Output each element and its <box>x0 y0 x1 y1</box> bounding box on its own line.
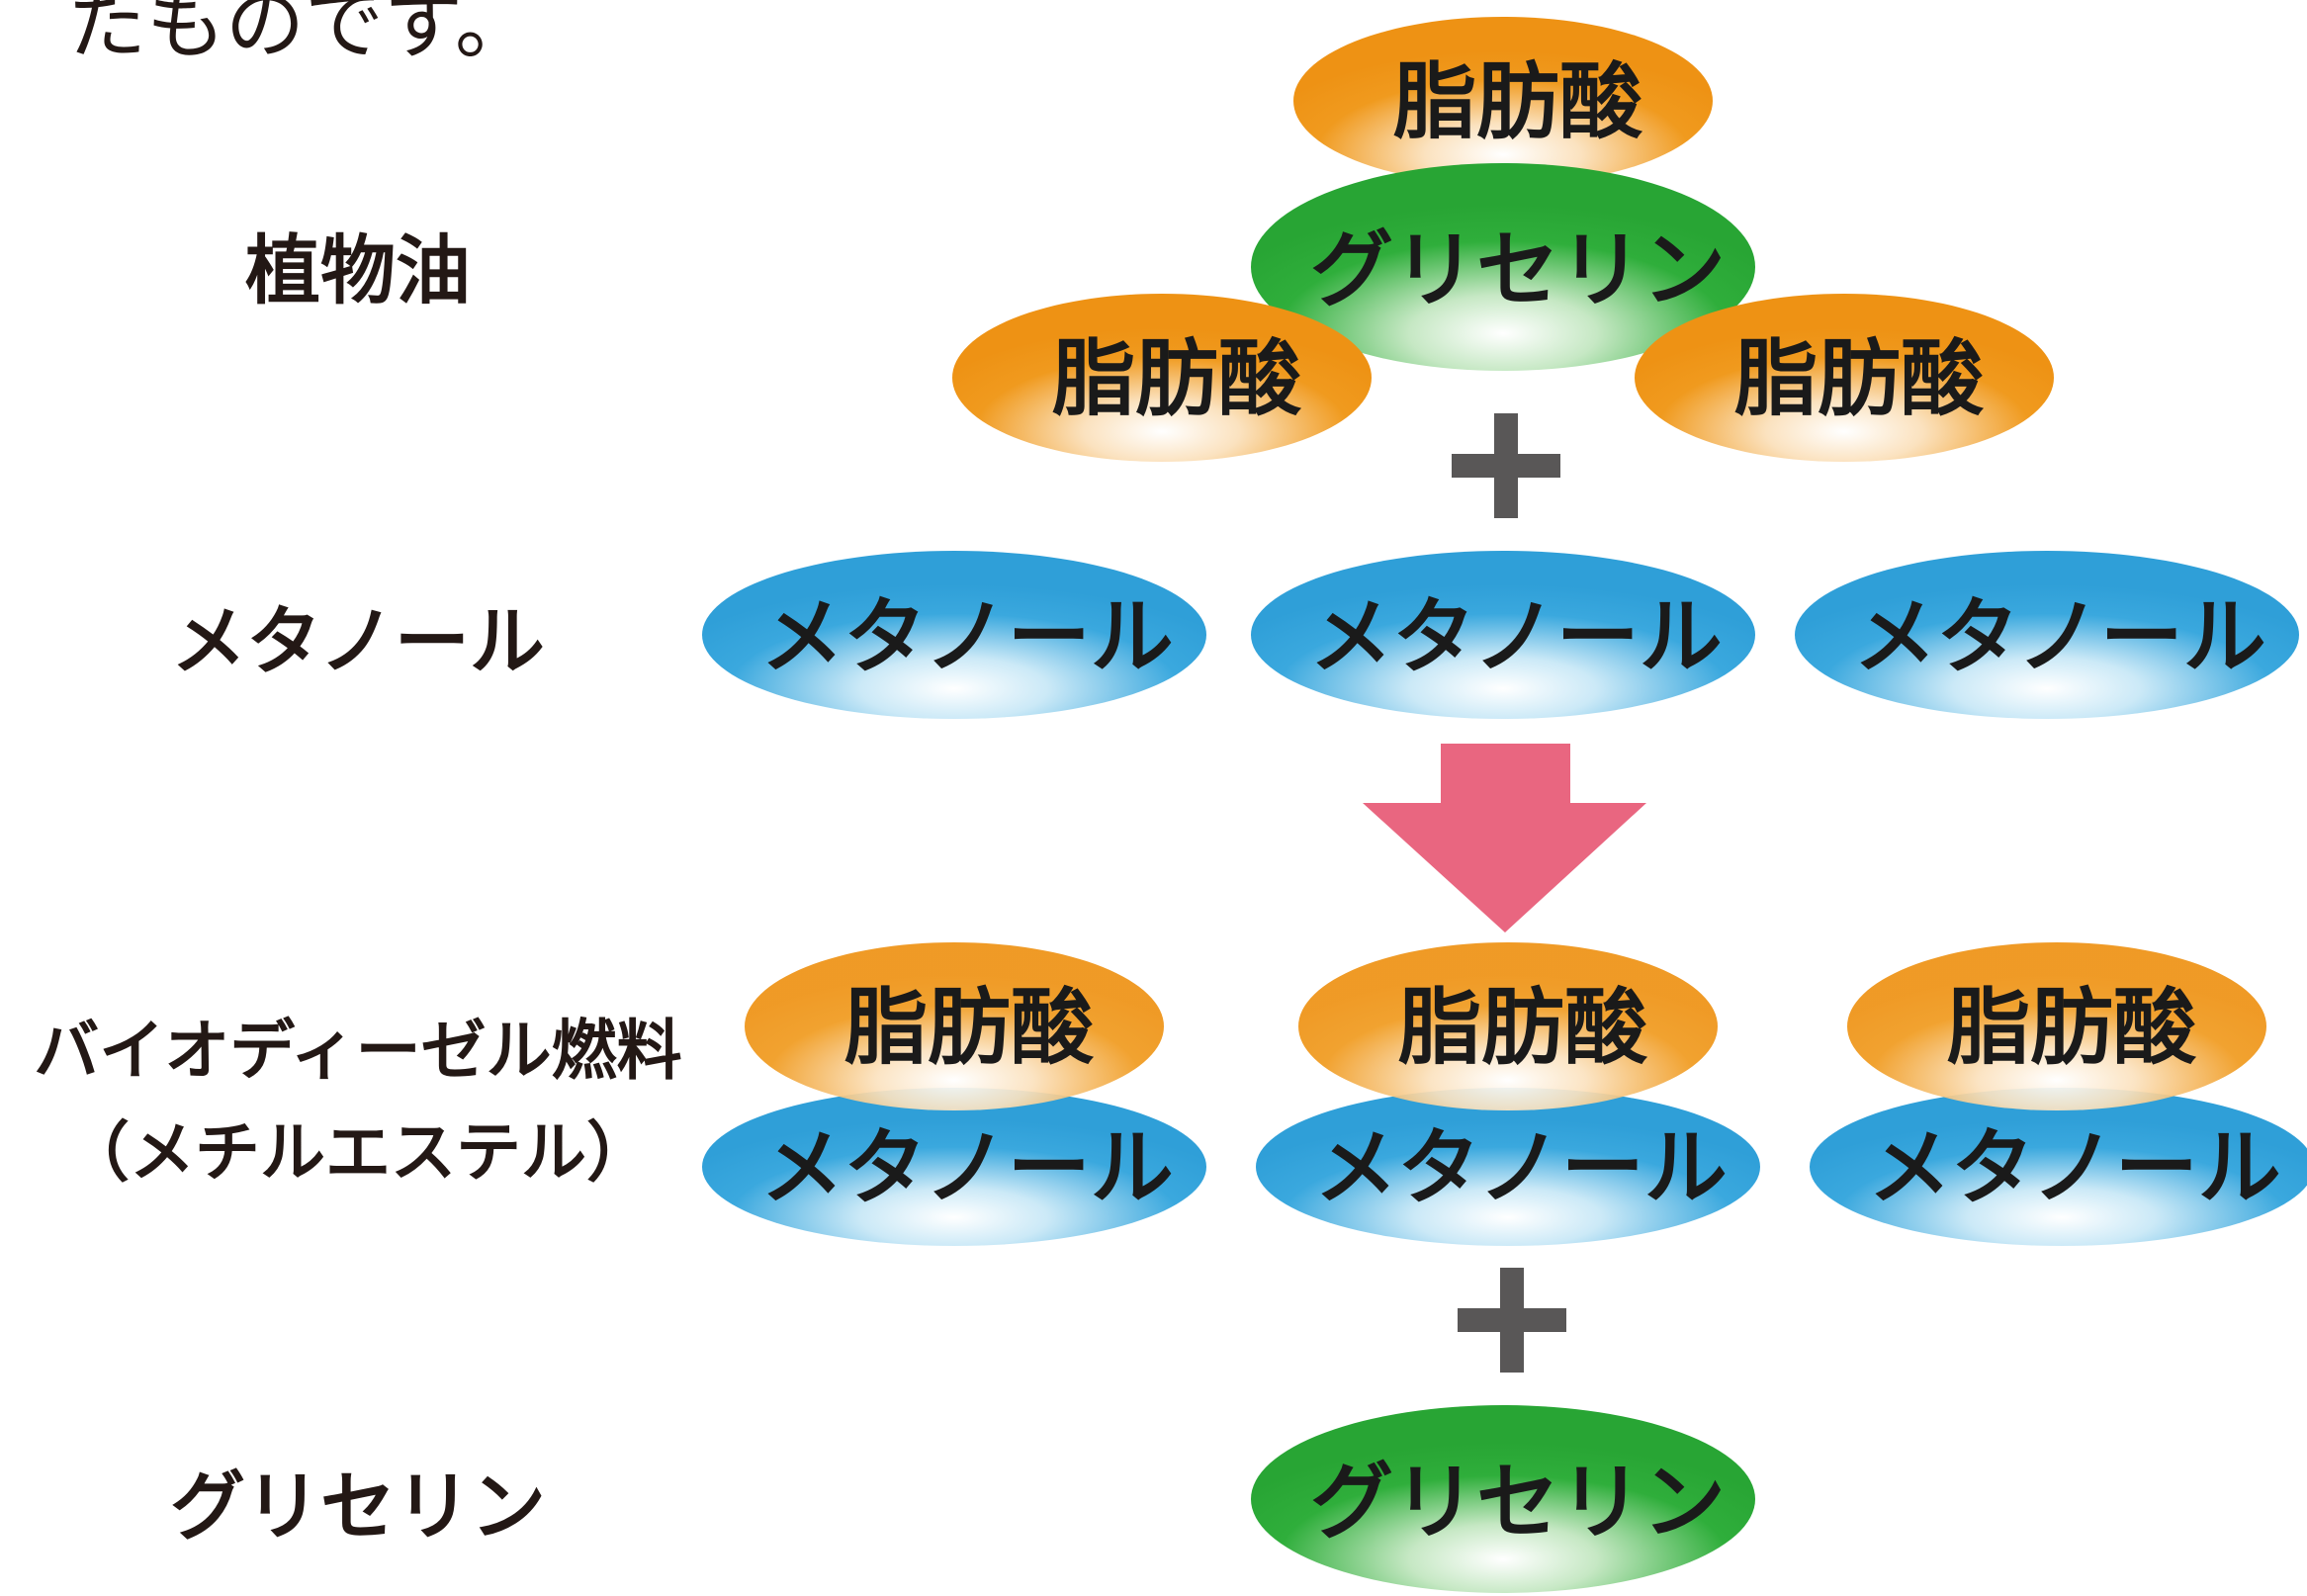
methanol-1 <box>702 551 1206 719</box>
oil-fatty-acid-top-label: 脂肪酸 <box>1393 53 1643 150</box>
intro-text: たものです。 <box>67 0 534 70</box>
label-methyl-ester: （メチルエステル） <box>64 1114 652 1191</box>
oil-fatty-acid-left <box>952 294 1372 462</box>
glycerin-product <box>1251 1405 1755 1593</box>
ester-3-fatty-acid <box>1847 942 2266 1110</box>
label-biodiesel: バイオディーゼル燃料 <box>34 1013 681 1089</box>
methanol-3-label: メタノール <box>1853 588 2265 685</box>
ester-2-methanol-label: メタノール <box>1314 1119 1727 1216</box>
ester-1-methanol-label: メタノール <box>760 1119 1173 1216</box>
glycerin-product-label: グリセリン <box>1310 1454 1726 1551</box>
ester-2-methanol <box>1256 1088 1760 1246</box>
label-glycerin: グリセリン <box>170 1463 546 1551</box>
ester-2-fatty-acid <box>1298 942 1718 1110</box>
label-vegetable-oil: 植物油 <box>245 226 471 314</box>
reaction-arrow-icon <box>1363 744 1646 932</box>
oil-glycerin-label: グリセリン <box>1310 222 1726 318</box>
ester-3-methanol-label: メタノール <box>1868 1119 2280 1216</box>
plus-icon <box>1458 1268 1566 1373</box>
ester-1-fatty-acid-label: 脂肪酸 <box>844 979 1095 1076</box>
ester-1-fatty-acid <box>745 942 1164 1110</box>
ester-1-methanol <box>702 1088 1206 1246</box>
label-methanol: メタノール <box>171 597 545 685</box>
oil-fatty-acid-left-label: 脂肪酸 <box>1052 330 1302 427</box>
ester-3-methanol <box>1810 1088 2307 1246</box>
oil-glycerin <box>1251 163 1755 371</box>
ester-3-fatty-acid-label: 脂肪酸 <box>1947 979 2197 1076</box>
plus-icon <box>1452 413 1560 518</box>
oil-fatty-acid-top <box>1293 17 1713 185</box>
oil-fatty-acid-right <box>1635 294 2054 462</box>
methanol-2 <box>1251 551 1755 719</box>
methanol-2-label: メタノール <box>1309 588 1722 685</box>
oil-fatty-acid-right-label: 脂肪酸 <box>1734 330 1985 427</box>
methanol-3 <box>1795 551 2299 719</box>
methanol-1-label: メタノール <box>760 588 1173 685</box>
ester-2-fatty-acid-label: 脂肪酸 <box>1398 979 1648 1076</box>
